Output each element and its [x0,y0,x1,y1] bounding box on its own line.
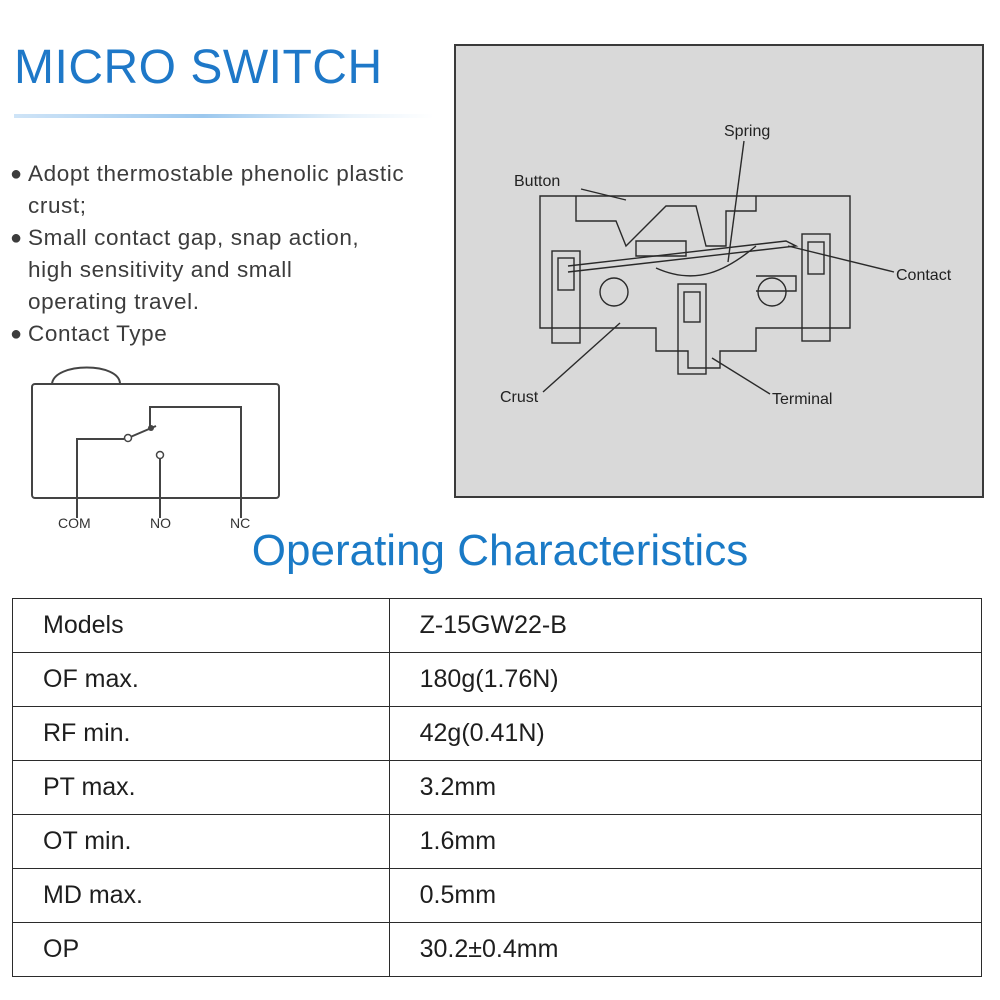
com-label: COM [58,515,91,531]
feature-text: Contact Type [28,321,168,346]
spec-value: 1.6mm [388,814,983,869]
section-title: Operating Characteristics [251,526,749,575]
spec-value: Z-15GW22-B [388,598,983,653]
switch-cutaway-diagram: Spring Button Contact Crust Terminal [454,44,984,498]
button-cover [575,196,757,248]
nc-lead [149,406,242,518]
bullet-icon: ● [10,227,23,249]
spring-curve [655,245,757,277]
contact-label: Contact [896,267,952,284]
spec-label: PT max. [12,760,390,815]
cutaway-drawing: Spring Button Contact Crust Terminal [500,123,952,408]
feature-item: ● Contact Type [10,318,460,350]
housing-outline [539,195,851,369]
spec-value: 0.5mm [388,868,983,923]
crust-label: Crust [500,389,539,406]
spec-table: Models Z-15GW22-B OF max. 180g(1.76N) RF… [12,598,983,977]
spec-label: OT min. [12,814,390,869]
spec-label: OP [12,922,390,977]
feature-text: Adopt thermostable phenolic plastic crus… [28,161,405,218]
table-row: OF max. 180g(1.76N) [12,652,983,707]
table-row: MD max. 0.5mm [12,868,983,923]
contact-plate [567,240,799,273]
feature-item: ● Small contact gap, snap action, high s… [10,222,460,318]
table-row: OT min. 1.6mm [12,814,983,869]
contact-type-diagram: COM NO NC [31,366,280,531]
spec-label: RF min. [12,706,390,761]
bullet-icon: ● [10,163,23,185]
spring-label: Spring [724,123,770,140]
nc-contact-icon [148,425,154,431]
table-row: OP 30.2±0.4mm [12,922,983,977]
page-title: MICRO SWITCH [14,41,383,94]
button-cavity [635,240,687,257]
spec-label: MD max. [12,868,390,923]
nc-label: NC [230,515,250,531]
switch-housing [31,383,280,499]
switch-actuator-icon [51,366,121,385]
com-contact-icon [123,433,133,443]
button-label: Button [514,173,560,190]
no-contact-icon [155,450,165,460]
center-terminal [677,283,707,375]
title-underline [14,114,434,118]
spec-value: 180g(1.76N) [388,652,983,707]
table-row: PT max. 3.2mm [12,760,983,815]
right-terminal [801,233,831,342]
com-lead [76,438,124,518]
no-label: NO [150,515,171,531]
table-row: RF min. 42g(0.41N) [12,706,983,761]
bullet-icon: ● [10,323,23,345]
mount-hole-left [599,277,629,307]
mount-hole-right [757,277,787,307]
feature-text: Small contact gap, snap action, high sen… [28,225,360,314]
feature-item: ● Adopt thermostable phenolic plastic cr… [10,158,460,222]
feature-list: ● Adopt thermostable phenolic plastic cr… [10,158,460,350]
terminal-label: Terminal [772,391,832,408]
spec-label: OF max. [12,652,390,707]
spec-value: 30.2±0.4mm [388,922,983,977]
table-row: Models Z-15GW22-B [12,598,983,653]
spec-value: 3.2mm [388,760,983,815]
spec-label: Models [12,598,390,653]
left-terminal [551,250,581,344]
spec-value: 42g(0.41N) [388,706,983,761]
